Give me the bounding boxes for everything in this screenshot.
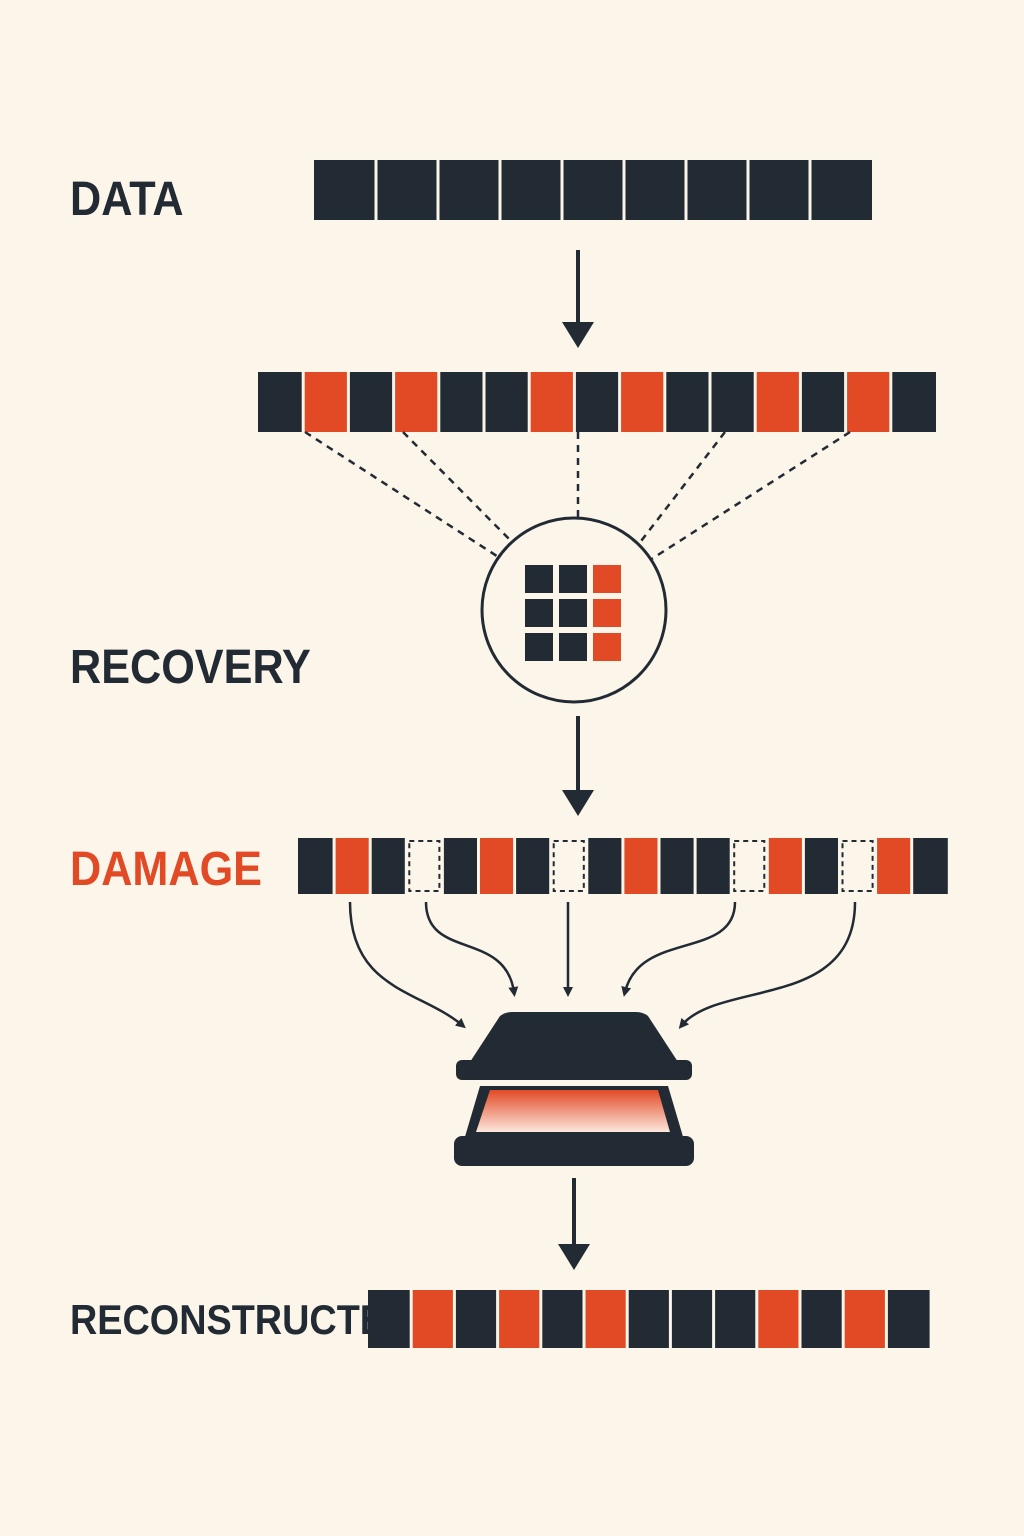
data-row <box>314 160 872 220</box>
parity-block <box>875 838 912 894</box>
missing-block <box>731 838 768 894</box>
data-block <box>695 838 732 894</box>
parity-block <box>584 1290 628 1348</box>
parity-block <box>529 372 575 432</box>
data-block <box>562 160 624 220</box>
encoded-row <box>258 372 936 432</box>
recovery-grid-cell <box>593 599 621 627</box>
data-block <box>803 838 840 894</box>
data-block <box>710 372 756 432</box>
missing-block-outline <box>733 840 766 892</box>
parity-block <box>334 838 371 894</box>
data-label: DATA <box>70 173 184 226</box>
data-block <box>314 160 376 220</box>
recovery-grid-cell <box>593 565 621 593</box>
data-block <box>659 838 696 894</box>
parity-block <box>845 372 891 432</box>
damaged-row <box>298 838 948 894</box>
data-block <box>368 1290 412 1348</box>
data-block <box>810 160 872 220</box>
parity-block <box>622 838 659 894</box>
data-block <box>800 1290 844 1348</box>
recovery-links <box>304 430 851 562</box>
damage-label: DAMAGE <box>70 843 262 896</box>
recovery-grid-cell <box>559 565 587 593</box>
recovery-grid-cell <box>525 565 553 593</box>
data-block <box>370 838 407 894</box>
recovery-grid-cell <box>525 599 553 627</box>
recovery-grid-icon <box>525 565 621 661</box>
scanner-icon <box>454 1012 694 1166</box>
recovery-grid-cell <box>559 599 587 627</box>
data-block <box>748 160 810 220</box>
missing-block-outline <box>408 840 441 892</box>
parity-block <box>756 1290 800 1348</box>
data-block <box>911 838 948 894</box>
data-block <box>540 1290 584 1348</box>
parity-block <box>619 372 665 432</box>
parity-block <box>393 372 439 432</box>
data-block <box>500 160 562 220</box>
recovery-grid-cell <box>525 633 553 661</box>
down-arrow-icon <box>562 716 594 816</box>
data-block <box>713 1290 757 1348</box>
data-block <box>586 838 623 894</box>
parity-block <box>303 372 349 432</box>
missing-block <box>550 838 587 894</box>
down-arrow-icon <box>562 250 594 348</box>
data-block <box>514 838 551 894</box>
reconstructed-row <box>368 1290 930 1348</box>
reconstructed-label: RECONSTRUCTED <box>70 1296 413 1343</box>
parity-block <box>843 1290 887 1348</box>
missing-block-outline <box>841 840 874 892</box>
recovery-grid-cell <box>593 633 621 661</box>
missing-block <box>406 838 443 894</box>
data-block <box>627 1290 671 1348</box>
recovery-label: RECOVERY <box>70 641 311 694</box>
missing-block <box>839 838 876 894</box>
data-block <box>800 372 846 432</box>
down-arrow-icon <box>558 1178 590 1270</box>
data-block <box>376 160 438 220</box>
data-block <box>454 1290 498 1348</box>
data-block <box>258 372 304 432</box>
data-block <box>298 838 335 894</box>
data-block <box>574 372 620 432</box>
missing-block-outline <box>552 840 585 892</box>
data-block <box>686 160 748 220</box>
recovery-grid-cell <box>559 633 587 661</box>
parity-block <box>497 1290 541 1348</box>
parity-block <box>767 838 804 894</box>
data-block <box>438 372 484 432</box>
data-block <box>348 372 394 432</box>
merge-arrows <box>348 901 857 1029</box>
data-block <box>438 160 500 220</box>
data-block <box>442 838 479 894</box>
parity-block <box>478 838 515 894</box>
data-block <box>670 1290 714 1348</box>
parity-block <box>411 1290 455 1348</box>
data-block <box>664 372 710 432</box>
data-block <box>624 160 686 220</box>
data-block <box>890 372 936 432</box>
parity-block <box>755 372 801 432</box>
data-block <box>886 1290 930 1348</box>
data-block <box>484 372 530 432</box>
